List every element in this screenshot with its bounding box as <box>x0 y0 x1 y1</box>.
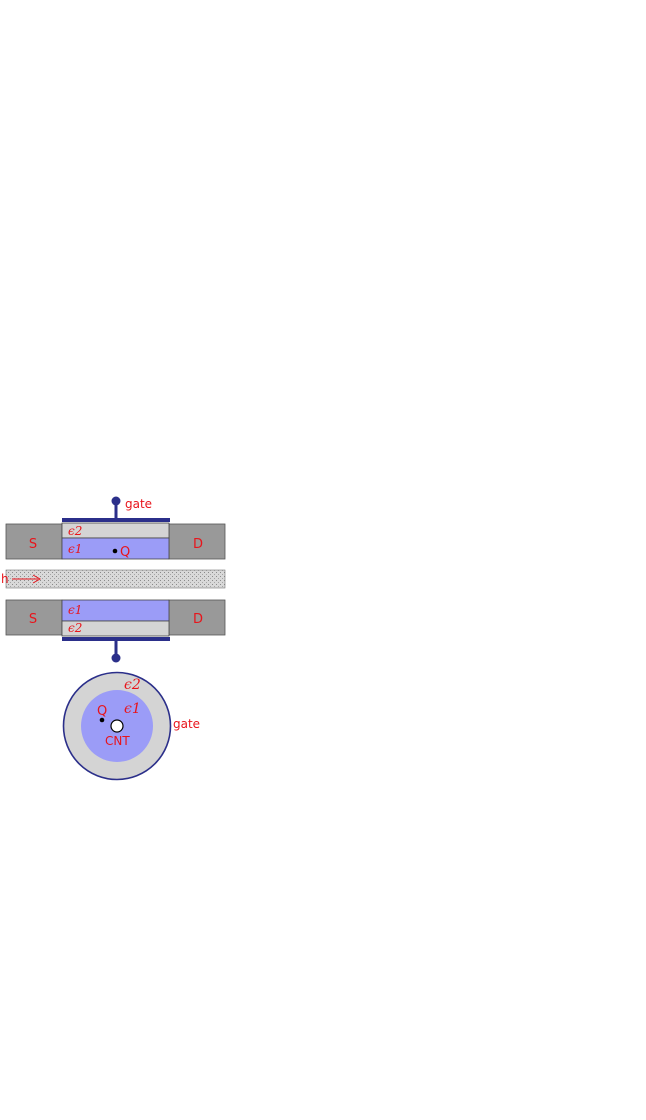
top-source-label: S <box>29 537 37 552</box>
bottom-drain-label: D <box>193 612 203 627</box>
top-drain-label: D <box>193 537 203 552</box>
bottom-gate-electrode <box>62 637 170 641</box>
bottom-eps2-label: ϵ2 <box>68 621 82 635</box>
cross-charge-dot <box>99 717 105 723</box>
bottom-drain-electrode <box>168 599 226 636</box>
charge-dot <box>112 548 118 554</box>
bottom-gate-terminal <box>111 653 121 663</box>
cross-eps1-label: ϵ1 <box>124 701 141 717</box>
top-gate-assembly: gate <box>62 496 170 522</box>
charge-label: Q <box>120 545 130 560</box>
top-drain-electrode <box>168 523 226 560</box>
bottom-source-label: S <box>29 612 37 627</box>
top-inner-dielectric <box>61 537 170 560</box>
cross-eps2-label: ϵ2 <box>124 677 141 693</box>
channel-thickness-label: h <box>1 572 9 586</box>
cross-tube-label: CNT <box>105 734 130 748</box>
bottom-gate-assembly <box>62 637 170 663</box>
channel-arrow-head <box>32 574 42 584</box>
top-gate-label: gate <box>125 497 152 511</box>
cross-section: ϵ2 ϵ1 Q CNT gate <box>62 671 200 781</box>
cross-charge-label: Q <box>97 704 107 719</box>
bottom-outer-dielectric <box>61 620 170 637</box>
cross-gate-label: gate <box>173 717 200 731</box>
nanotube-cross-section <box>110 719 124 733</box>
bottom-eps1-label: ϵ1 <box>68 603 82 617</box>
top-gate-terminal <box>111 496 121 506</box>
top-gate-electrode <box>62 518 170 522</box>
bottom-source-electrode <box>5 599 63 636</box>
top-eps2-label: ϵ2 <box>68 524 82 538</box>
nanotube-channel <box>5 569 226 589</box>
top-eps1-label: ϵ1 <box>68 542 82 556</box>
